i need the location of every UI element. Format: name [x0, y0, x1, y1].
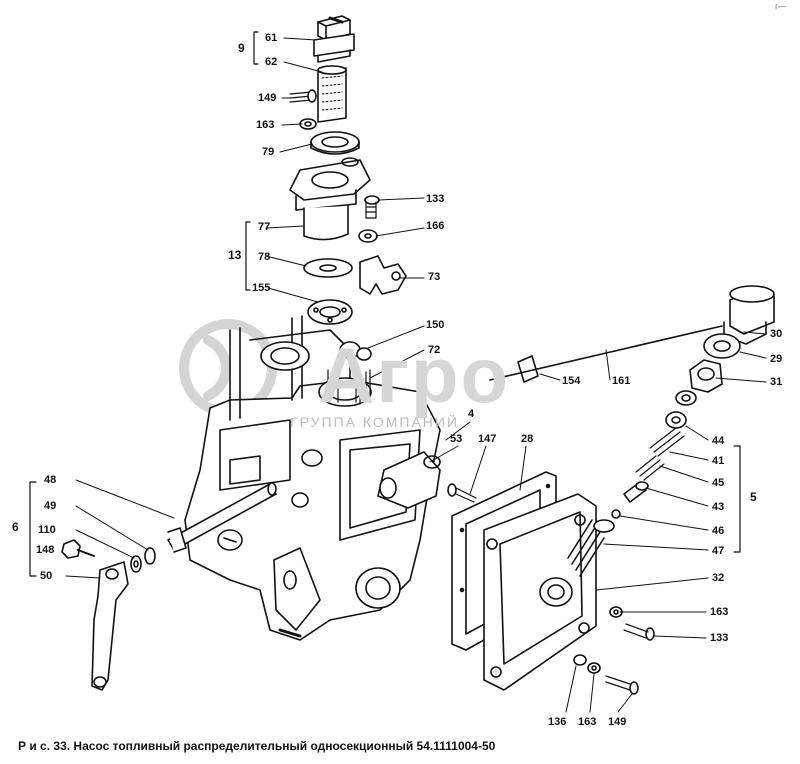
label-155: 155 [252, 282, 271, 294]
part-29-washer [703, 333, 741, 359]
label-79: 79 [262, 146, 275, 158]
label-49: 49 [44, 500, 57, 512]
label-61: 61 [265, 32, 278, 44]
label-48: 48 [44, 474, 57, 486]
label-136: 136 [548, 716, 567, 728]
label-149-top: 149 [258, 92, 277, 104]
part-147-screw [447, 483, 477, 503]
part-110-ring [130, 555, 142, 573]
label-31: 31 [770, 376, 783, 388]
watermark-brand: Агро [318, 331, 511, 419]
part-47-spring [567, 519, 615, 577]
part-43-plunger [623, 481, 649, 503]
part-149-screw-bottom [605, 675, 639, 695]
part-4-pump-body [184, 315, 441, 641]
label-163-bottom: 163 [578, 716, 597, 728]
label-45: 45 [712, 477, 725, 489]
label-77: 77 [258, 221, 271, 233]
label-47: 47 [712, 545, 725, 557]
label-133-top: 133 [426, 193, 445, 205]
label-147: 147 [478, 433, 497, 445]
part-78-bearing [303, 258, 353, 278]
label-group-6: 6 [12, 520, 19, 534]
label-41: 41 [712, 455, 725, 467]
part-73-bracket [359, 255, 407, 295]
label-166: 166 [426, 220, 445, 232]
part-150-nut [339, 341, 372, 361]
part-49-washer [144, 547, 156, 565]
part-61-cap [313, 15, 355, 63]
label-29: 29 [770, 353, 783, 365]
label-43: 43 [712, 501, 725, 513]
part-79-ring [310, 131, 360, 155]
label-163-right: 163 [710, 606, 729, 618]
label-group-13: 13 [228, 248, 242, 262]
label-133-right: 133 [710, 632, 729, 644]
label-154: 154 [562, 375, 581, 387]
part-32-cover [483, 493, 597, 691]
label-110: 110 [38, 524, 56, 536]
part-149-screw-top [289, 89, 317, 103]
part-72-screw [355, 371, 367, 403]
part-30-valve-cap [723, 285, 775, 345]
label-150: 150 [426, 319, 445, 331]
leader-lines [65, 37, 767, 713]
part-163-washer-bottom [587, 662, 601, 674]
part-136-washer [573, 654, 587, 666]
label-group-5: 5 [750, 490, 757, 504]
part-155-bearing [307, 299, 353, 325]
label-53: 53 [450, 433, 463, 445]
label-50: 50 [40, 570, 53, 582]
label-78: 78 [258, 251, 271, 263]
part-62-filter [317, 65, 347, 123]
part-133-screw [364, 195, 380, 219]
label-161: 161 [612, 375, 631, 387]
label-group-9: 9 [238, 41, 245, 55]
part-50-lever [91, 561, 129, 691]
label-62: 62 [265, 56, 278, 68]
label-4: 4 [468, 408, 475, 420]
part-44-nut [665, 411, 687, 429]
part-45-spring [635, 455, 665, 481]
label-32: 32 [712, 572, 725, 584]
label-148: 148 [36, 544, 55, 556]
watermark-subtitle: ГРУППА КОМПАНИЙ [290, 414, 460, 430]
part-154-clip [517, 355, 539, 383]
label-30: 30 [770, 328, 783, 340]
part-41-spring [649, 427, 685, 457]
label-72: 72 [428, 344, 441, 356]
part-166-nut [358, 229, 378, 243]
part-46-ring [611, 509, 621, 519]
label-73: 73 [428, 271, 441, 283]
part-148-bolt [61, 539, 95, 559]
figure-caption: Р и с. 33. Насос топливный распределител… [18, 739, 496, 753]
part-48-shaft [167, 482, 277, 553]
label-28: 28 [521, 433, 534, 445]
part-31-nut [689, 359, 723, 393]
part-77-housing [289, 157, 371, 241]
corner-mark: г— [775, 2, 786, 11]
label-44: 44 [712, 435, 725, 447]
part-31-washer [675, 390, 697, 406]
group-brackets [29, 31, 741, 577]
part-53-lever [377, 451, 441, 509]
label-46: 46 [712, 525, 725, 537]
label-149-bottom: 149 [608, 716, 627, 728]
part-133-screw-right [623, 623, 655, 641]
label-163-top: 163 [256, 119, 275, 131]
